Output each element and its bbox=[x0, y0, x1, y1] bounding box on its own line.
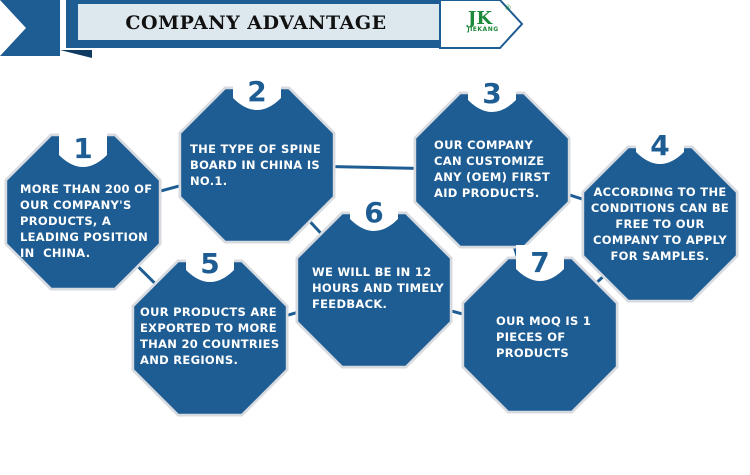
advantage-text-line: AID PRODUCTS. bbox=[434, 186, 540, 200]
advantage-number-4: 4 bbox=[650, 129, 670, 162]
logo-badge bbox=[439, 0, 524, 49]
advantage-text-line: AND REGIONS. bbox=[140, 353, 239, 367]
advantage-text-line: IN CHINA. bbox=[20, 246, 91, 260]
number-tab bbox=[233, 74, 281, 110]
header-banner bbox=[0, 0, 524, 58]
advantage-text-line: COMPANY TO APPLY bbox=[593, 233, 727, 247]
advantage-text-line: BOARD IN CHINA IS bbox=[190, 158, 320, 172]
number-tab bbox=[186, 246, 234, 282]
advantage-number-3: 3 bbox=[482, 77, 502, 110]
advantage-number-2: 2 bbox=[247, 75, 267, 108]
advantage-text-line: PIECES OF bbox=[496, 330, 566, 344]
page-title: COMPANY ADVANTAGE bbox=[125, 12, 387, 34]
advantage-text-3: OUR COMPANY CAN CUSTOMIZE ANY (OEM) FIRST A… bbox=[434, 137, 564, 201]
advantage-text-line: PRODUCTS, A bbox=[20, 214, 112, 228]
number-tab bbox=[516, 245, 564, 281]
advantage-octagon-1 bbox=[4, 131, 162, 291]
advantage-text-line: FOR SAMPLES. bbox=[610, 249, 710, 263]
advantage-text-line: OUR PRODUCTS ARE bbox=[140, 305, 277, 319]
brand-name: JIEKANG bbox=[467, 26, 499, 33]
advantage-text-6: WE WILL BE IN 12 HOURS AND TIMELY FEEDBACK… bbox=[312, 264, 447, 312]
advantage-text-line: HOURS AND TIMELY bbox=[312, 281, 445, 295]
octagon-shape bbox=[134, 262, 286, 414]
advantage-text-1: MORE THAN 200 OF OUR COMPANY'S PRODUCTS, A… bbox=[20, 181, 160, 261]
octagon-shape bbox=[584, 148, 736, 300]
advantage-octagon-2 bbox=[178, 74, 336, 244]
advantage-text-line: OUR MOQ IS 1 bbox=[496, 314, 592, 328]
advantage-text-line: LEADING POSITION bbox=[20, 230, 149, 244]
brand-logo-mark: JK bbox=[466, 8, 494, 29]
advantage-text-line: THE TYPE OF SPINE bbox=[190, 142, 321, 156]
advantage-text-line: PRODUCTS bbox=[496, 346, 569, 360]
advantage-octagon-3 bbox=[413, 76, 571, 249]
advantage-text-line: WE WILL BE IN 12 bbox=[312, 265, 432, 279]
advantage-text-7: OUR MOQ IS 1 PIECES OF PRODUCTS bbox=[496, 313, 616, 361]
advantage-text-line: FREE TO OUR bbox=[615, 217, 705, 231]
advantage-text-line: NO.1. bbox=[190, 174, 228, 188]
advantage-text-line: CONDITIONS CAN BE bbox=[590, 201, 730, 215]
advantage-text-line: ACCORDING TO THE bbox=[593, 185, 727, 199]
advantage-octagons bbox=[4, 74, 739, 417]
advantage-octagon-4 bbox=[581, 128, 739, 303]
number-tab bbox=[636, 128, 684, 164]
advantage-text-5: OUR PRODUCTS ARE EXPORTED TO MORE THAN 20 … bbox=[140, 304, 285, 368]
ribbon-fold bbox=[60, 50, 92, 58]
advantage-number-6: 6 bbox=[364, 196, 384, 229]
advantage-number-5: 5 bbox=[200, 247, 220, 280]
ribbon-left-tail bbox=[0, 0, 60, 56]
octagon-shape bbox=[298, 214, 450, 366]
advantage-text-line: THAN 20 COUNTRIES bbox=[140, 337, 280, 351]
brand-logo: JK ® bbox=[466, 4, 512, 29]
number-tab bbox=[59, 131, 107, 167]
advantage-text-line: OUR COMPANY'S bbox=[20, 198, 132, 212]
number-tab bbox=[468, 76, 516, 112]
octagon-shape bbox=[416, 94, 568, 246]
advantage-text-line: EXPORTED TO MORE bbox=[140, 321, 277, 335]
advantage-octagon-5 bbox=[131, 246, 289, 417]
advantage-text-line: MORE THAN 200 OF bbox=[20, 182, 153, 196]
advantage-text-2: THE TYPE OF SPINE BOARD IN CHINA IS NO.1. bbox=[190, 141, 330, 189]
advantage-text-line: ANY (OEM) FIRST bbox=[434, 170, 551, 184]
octagon-shape bbox=[7, 136, 159, 288]
number-tab bbox=[350, 195, 398, 231]
octagon-shape bbox=[464, 259, 616, 411]
advantage-number-7: 7 bbox=[530, 246, 550, 279]
advantage-text-line: CAN CUSTOMIZE bbox=[434, 154, 545, 168]
advantage-octagon-7 bbox=[461, 245, 619, 414]
advantage-number-1: 1 bbox=[73, 132, 93, 165]
ribbon-inner-panel bbox=[78, 4, 440, 40]
trademark-symbol: ® bbox=[505, 4, 512, 12]
octagon-shape bbox=[181, 89, 333, 241]
advantage-text-line: OUR COMPANY bbox=[434, 138, 534, 152]
advantage-octagon-6 bbox=[295, 195, 453, 369]
advantage-text-4: ACCORDING TO THE CONDITIONS CAN BE FREE TO… bbox=[586, 184, 734, 264]
advantage-text-line: FEEDBACK. bbox=[312, 297, 388, 311]
